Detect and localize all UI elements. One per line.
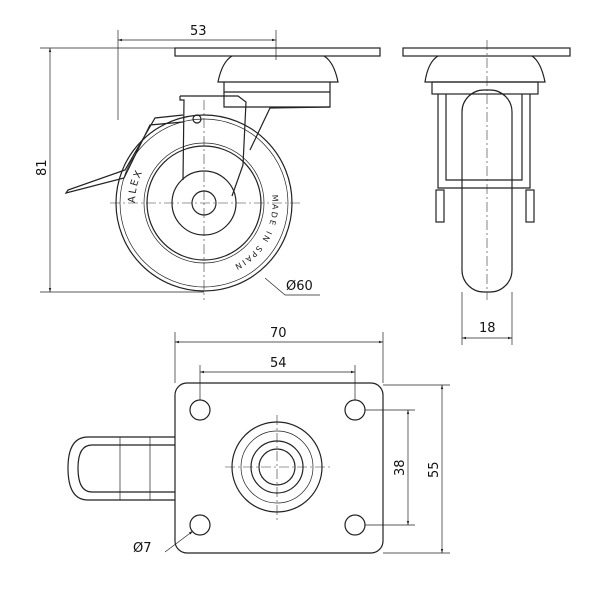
front-view: 18 xyxy=(402,40,571,345)
dim-wheel-diameter: Ø60 xyxy=(286,279,313,294)
dim-18: 18 xyxy=(479,321,496,336)
wheel-brand-text: ALEX xyxy=(127,167,146,203)
dim-38: 38 xyxy=(393,459,408,476)
top-view: 70 54 38 55 Ø7 xyxy=(67,326,450,556)
dim-55: 55 xyxy=(427,461,442,478)
dim-70: 70 xyxy=(270,326,287,341)
dim-81: 81 xyxy=(35,159,50,176)
side-dimensions: 53 81 Ø60 xyxy=(35,24,320,296)
dim-hole-diameter: Ø7 xyxy=(133,541,152,556)
dim-54: 54 xyxy=(270,356,287,371)
dim-53: 53 xyxy=(190,24,207,39)
side-view: ALEX MADE IN SPAIN xyxy=(64,47,381,300)
